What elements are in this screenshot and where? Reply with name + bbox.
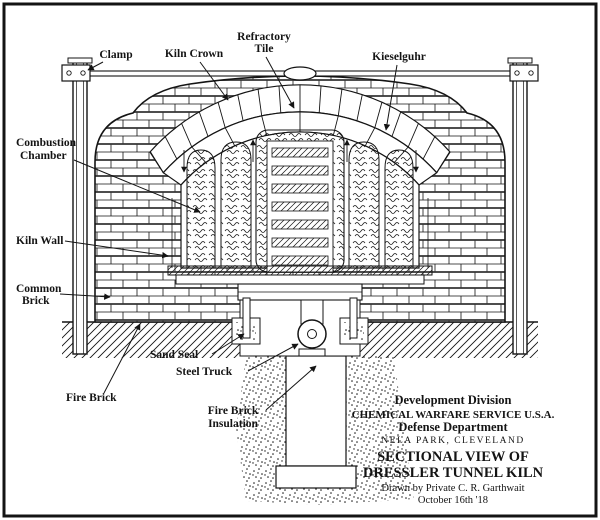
title-service: CHEMICAL WARFARE SERVICE U.S.A. [352,409,555,421]
label-common-brick-1: Common [16,283,62,295]
stack-shelves [271,147,329,266]
crown-voussoir-joints [149,85,451,173]
right-outer-muffle [384,149,414,269]
right-inner-muffle [348,141,380,269]
left-inner-muffle [220,141,252,269]
foundation-pier [285,355,347,467]
right-buckstay-post [512,61,528,355]
title-department: Defense Department [398,420,508,434]
label-clamp: Clamp [99,49,132,61]
leader-kieselguhr [383,64,398,131]
leader-kiln-wall [64,240,169,259]
label-kiln-wall: Kiln Wall [16,235,63,247]
leader-insulation [265,365,317,411]
label-refractory-1: Refractory [237,31,291,43]
wheel-hub [307,329,317,339]
leader-combustion-chamber [73,159,201,213]
deck-insulation-course [175,274,425,285]
leader-lines [59,56,398,411]
gas-flow-arrows [181,139,419,173]
right-clamp-bolt-2 [528,70,534,76]
title-kiln-name: DRESSLER TUNNEL KILN [363,465,544,481]
label-combustion-1: Combustion [16,137,77,149]
label-insulation-2: Insulation [208,418,258,430]
label-refractory-2: Tile [255,43,274,55]
label-insulation-1: Fire Brick [208,405,259,417]
truck-skirt-left [242,297,251,339]
title-view: SECTIONAL VIEW OF [377,449,529,465]
title-location: NELA PARK, CLEVELAND [381,436,524,446]
right-clamp-bolt-1 [514,70,520,76]
kiln-wall-lining [171,198,429,268]
title-drawn-by: Drawn by Private C. R. Garthwait [381,483,524,494]
leader-refractory-tile [265,56,295,109]
right-post-cap [507,57,533,64]
right-rod-clamp [509,64,539,82]
pier-footing [275,465,357,489]
steel-frame [61,57,539,355]
label-combustion-2: Chamber [20,150,67,162]
title-division: Development Division [394,393,511,407]
left-post-cap [67,57,93,64]
label-sand-seal: Sand Seal [150,349,198,361]
ground-hatch-left [62,322,240,358]
title-date: October 16th '18 [418,495,488,506]
ground-hatch-right [360,322,538,358]
label-common-brick-2: Brick [22,295,50,307]
label-kiln-crown: Kiln Crown [165,48,224,60]
leader-clamp [87,61,104,71]
left-clamp-bolt-2 [80,70,86,76]
truck-deck-slab [167,265,433,276]
label-fire-brick: Fire Brick [66,392,117,404]
wheel-rail [298,348,326,357]
leader-kiln-crown [199,61,229,101]
left-rod-clamp [61,64,91,82]
left-post-flanges [76,62,84,354]
leader-sand-seal [211,333,245,355]
leader-fire-brick [103,323,141,394]
label-kieselguhr: Kieselguhr [372,51,426,63]
turnbuckle [283,66,317,81]
right-post-flanges [516,62,524,354]
left-outer-muffle [186,149,216,269]
left-buckstay-post [72,61,88,355]
kiln-chamber [171,129,429,273]
label-steel-truck: Steel Truck [176,366,233,378]
truck-assembly [167,265,433,357]
callout-labels: Clamp Kiln Crown Refractory Tile Kieselg… [16,31,426,430]
tile-joints [191,111,409,163]
truck-skirt-right [349,297,358,339]
foundation [275,355,357,489]
leader-common-brick [59,293,111,300]
leader-steel-truck [247,343,299,372]
left-clamp-bolt-1 [66,70,72,76]
title-block: Development Division CHEMICAL WARFARE SE… [352,393,555,506]
